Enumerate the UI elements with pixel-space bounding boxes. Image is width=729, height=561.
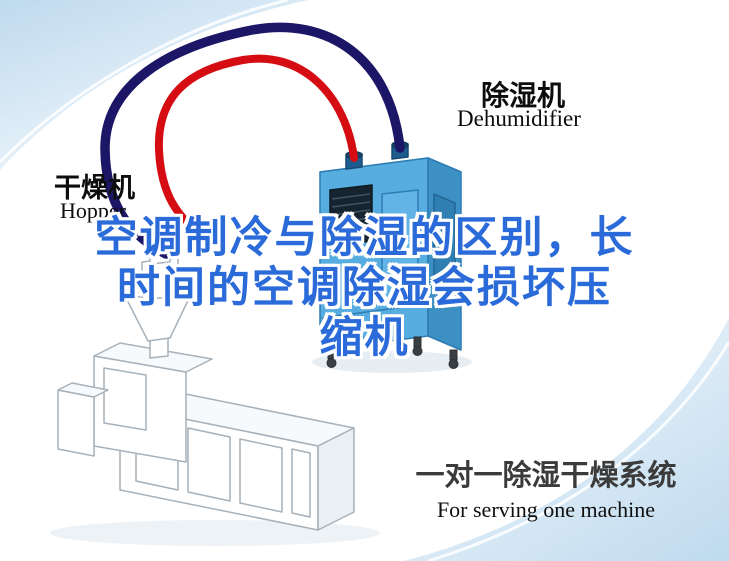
hose-red — [154, 54, 358, 242]
machine-panel — [187, 427, 231, 502]
swoosh-top-left-arc — [0, 0, 289, 164]
machine-left-box-front — [57, 389, 95, 457]
machine-left-box-top — [57, 382, 109, 398]
headline-line-2: 时间的空调除湿会损坏压 — [117, 263, 612, 312]
dryer-label-cn: 干燥机 — [54, 173, 135, 203]
dryer-label-en: Hopper — [60, 198, 126, 223]
machine-panel — [291, 448, 311, 518]
machine-panel — [239, 438, 283, 513]
swoosh-bottom-right — [404, 318, 729, 561]
machine-body-side — [317, 427, 355, 531]
dehumidifier-front-seam — [321, 303, 427, 319]
dehumidifier-front-panel — [381, 189, 419, 305]
dehumidifier-grille — [329, 184, 373, 247]
swoosh-bottom-right-arc — [427, 341, 729, 561]
dehumidifier-casters — [326, 336, 459, 369]
dehumidifier-illustration — [312, 141, 472, 373]
dehumidifier-grille-slats — [331, 193, 371, 240]
caption: 一对一除湿干燥系统 For serving one machine — [400, 452, 692, 523]
dehumidifier-side-vent — [433, 193, 456, 297]
dehumidifier-label-en: Dehumidifier — [457, 106, 581, 131]
machine-head-panel — [103, 367, 147, 431]
swoosh-top-left — [0, 0, 308, 170]
headline: 空调制冷与除湿的区别，长 时间的空调除湿会损坏压 缩机 — [0, 214, 729, 364]
caption-cn: 一对一除湿干燥系统 — [415, 460, 677, 492]
dehumidifier-shadow — [312, 351, 472, 373]
hoses — [100, 22, 405, 259]
headline-line-1: 空调制冷与除湿的区别，长 — [94, 214, 635, 262]
hose-navy — [100, 22, 405, 259]
machine-head-front — [93, 355, 187, 463]
headline-line-3: 缩机 — [319, 313, 410, 362]
dryer-machine-illustration — [50, 243, 380, 546]
dehumidifier-label-cn: 除湿机 — [481, 80, 566, 111]
caption-en: For serving one machine — [436, 497, 656, 522]
